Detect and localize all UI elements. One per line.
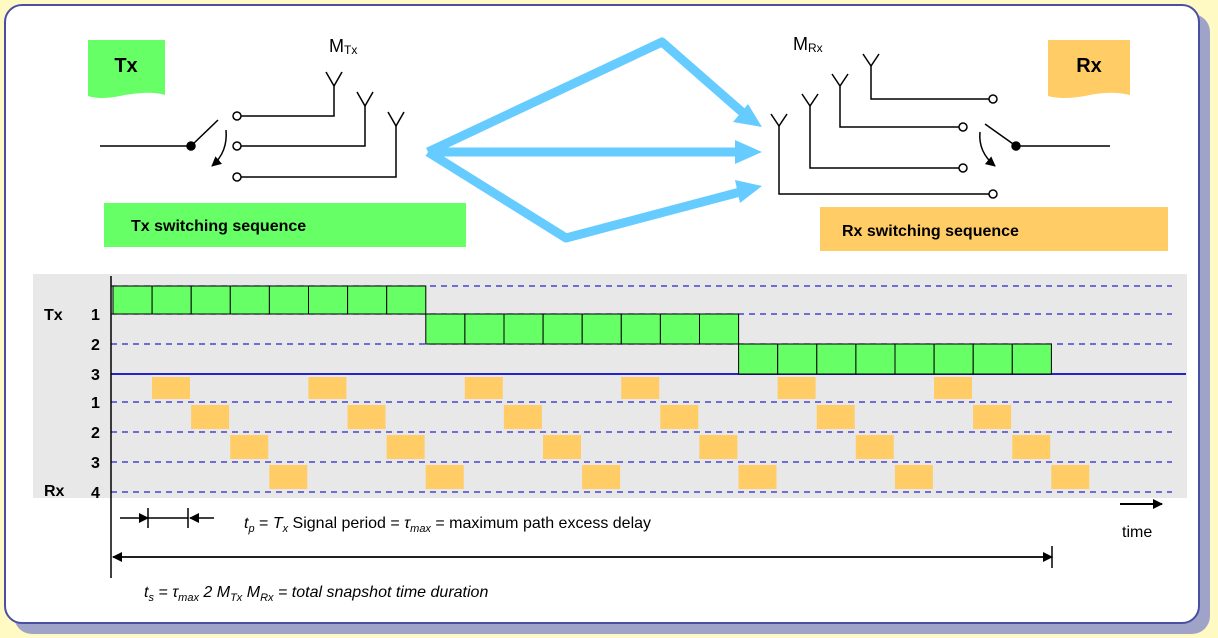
tx-slot bbox=[190, 285, 231, 315]
rx-slot bbox=[347, 405, 386, 429]
time-label: time bbox=[1122, 524, 1152, 541]
antenna-icon bbox=[801, 93, 819, 107]
antenna-icon bbox=[387, 111, 405, 127]
rx-slot bbox=[660, 405, 699, 429]
tx-antennas bbox=[325, 71, 405, 127]
antenna-icon bbox=[356, 91, 374, 107]
rx-slot bbox=[699, 435, 738, 459]
tx-slot bbox=[112, 285, 153, 315]
tx-slot bbox=[777, 343, 818, 375]
rx-slot bbox=[738, 465, 777, 489]
arrowhead-icon bbox=[735, 140, 762, 164]
rx-slot bbox=[269, 465, 308, 489]
tx-slot bbox=[503, 313, 544, 345]
tx-slot bbox=[347, 285, 388, 315]
antenna-icon bbox=[325, 71, 343, 87]
rx-slots bbox=[152, 377, 1090, 489]
tx-slots bbox=[112, 285, 1052, 375]
tx-slot bbox=[1011, 343, 1052, 375]
rx-slot bbox=[152, 377, 190, 399]
tx-slot bbox=[894, 343, 935, 375]
tx-slot bbox=[855, 343, 896, 375]
rx-slot bbox=[543, 435, 581, 459]
rx-slot bbox=[621, 377, 660, 399]
rx-slot bbox=[308, 377, 347, 399]
rx-slot bbox=[191, 405, 230, 429]
tx-row-label: 2 bbox=[91, 337, 100, 354]
tx-slot bbox=[620, 313, 661, 345]
tx-slot bbox=[972, 343, 1013, 375]
rx-switch bbox=[778, 66, 1110, 199]
rx-sequence-label: Rx switching sequence bbox=[842, 223, 1019, 240]
tx-switch bbox=[100, 86, 397, 182]
rx-slot bbox=[425, 465, 464, 489]
tp-interval-marker bbox=[120, 508, 214, 528]
tx-slot bbox=[699, 313, 740, 345]
tx-row-label: 1 bbox=[91, 307, 100, 324]
rx-slot bbox=[230, 435, 269, 459]
row-labels: 1 2 3 1 2 3 4 bbox=[91, 307, 100, 502]
rx-slot bbox=[464, 377, 503, 399]
tx-slot bbox=[308, 285, 349, 315]
tx-slot bbox=[542, 313, 583, 345]
rx-slot bbox=[855, 435, 894, 459]
rx-box-label: Rx bbox=[1076, 55, 1102, 77]
rx-slot bbox=[1051, 465, 1090, 489]
tx-sequence-label: Tx switching sequence bbox=[131, 218, 306, 235]
rx-row-label: 3 bbox=[91, 455, 100, 472]
tx-slot bbox=[816, 343, 857, 375]
rx-box: Rx bbox=[1048, 40, 1130, 98]
tx-slot bbox=[933, 343, 974, 375]
arrowhead-icon bbox=[733, 104, 762, 127]
rx-switch-arrow bbox=[979, 131, 996, 167]
tx-slot bbox=[229, 285, 270, 315]
arrowhead-icon bbox=[735, 180, 762, 203]
ts-caption: ts = τmax 2 MTx MRx = total snapshot tim… bbox=[144, 584, 488, 604]
timing-diagram: Tx Rx 1 2 3 1 2 3 4 time tp = Tx Signal period… bbox=[33, 274, 1187, 604]
timing-rx-label: Rx bbox=[44, 483, 65, 500]
tx-slot bbox=[425, 313, 466, 345]
tx-switch-arrow bbox=[211, 129, 227, 167]
tx-slot bbox=[386, 285, 427, 315]
tx-slot bbox=[659, 313, 701, 345]
antenna-icon bbox=[862, 53, 880, 67]
rx-slot bbox=[816, 405, 855, 429]
rx-slot bbox=[1012, 435, 1051, 459]
rx-slot bbox=[777, 377, 816, 399]
rx-row-label: 4 bbox=[91, 485, 100, 502]
tx-row-label: 3 bbox=[91, 367, 100, 384]
rx-slot bbox=[582, 465, 621, 489]
rx-row-label: 1 bbox=[91, 395, 100, 412]
tx-box: Tx bbox=[88, 40, 165, 98]
tx-slot bbox=[151, 285, 192, 315]
mtx-label: MTx bbox=[329, 36, 357, 57]
rx-slot bbox=[934, 377, 972, 399]
rx-antennas bbox=[770, 53, 880, 127]
propagation-arrowheads bbox=[733, 104, 762, 203]
rx-slot bbox=[503, 405, 542, 429]
timing-tx-label: Tx bbox=[44, 307, 63, 324]
tx-slot bbox=[738, 343, 779, 375]
antenna-icon bbox=[770, 113, 788, 127]
tx-sequence-box: Tx switching sequence bbox=[104, 203, 466, 247]
tx-box-label: Tx bbox=[114, 55, 137, 77]
propagation-paths bbox=[425, 37, 745, 243]
tp-caption: tp = Tx Signal period = τmax = maximum p… bbox=[244, 515, 651, 535]
rx-slot bbox=[386, 435, 425, 459]
tx-slot bbox=[268, 285, 309, 315]
rx-sequence-box: Rx switching sequence bbox=[820, 207, 1168, 251]
antenna-icon bbox=[831, 73, 849, 87]
mrx-label: MRx bbox=[793, 34, 823, 55]
tx-slot bbox=[464, 313, 505, 345]
rx-slot bbox=[894, 465, 933, 489]
tx-slot bbox=[581, 313, 622, 345]
rx-row-label: 2 bbox=[91, 425, 100, 442]
rx-slot bbox=[973, 405, 1012, 429]
